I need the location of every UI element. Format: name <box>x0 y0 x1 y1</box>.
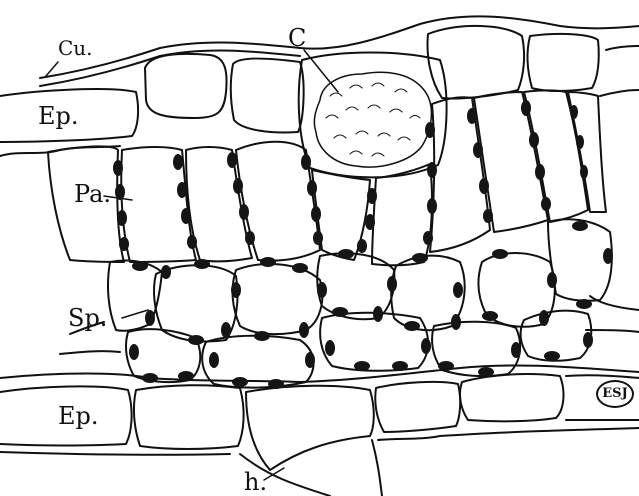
chloroplasts <box>113 100 613 389</box>
upper-epidermis-cell <box>528 34 599 91</box>
lower-surface-line <box>0 428 639 455</box>
palisade-label: Pa. <box>74 182 111 206</box>
upper-epidermis-label: Ep. <box>38 104 79 128</box>
upper-epidermis-cell <box>428 26 525 99</box>
cuticle-leader <box>46 62 58 76</box>
artist-monogram: ESJ <box>596 380 634 408</box>
surface-fold <box>0 146 120 156</box>
palisade-cell <box>372 164 432 265</box>
upper-epidermis-cell <box>600 46 639 96</box>
lower-epidermis-cell <box>134 385 244 449</box>
hair-label: h. <box>244 470 267 494</box>
palisade-cell <box>430 97 490 252</box>
palisade-cell <box>524 91 588 223</box>
spongy-cell <box>317 253 394 319</box>
upper-epidermis-cell <box>231 59 304 133</box>
lower-epidermis-label: Ep. <box>58 404 99 428</box>
spongy-cell <box>548 219 612 301</box>
upper-epidermis-cell <box>145 54 227 118</box>
lower-epidermis-cell <box>246 386 374 470</box>
spongy-cell <box>233 264 323 334</box>
cuticle-line <box>40 16 639 78</box>
crystal-cluster <box>314 72 431 167</box>
lower-epidermis-cell <box>375 382 460 432</box>
spongy-leader <box>122 310 148 318</box>
palisade-cell <box>121 147 196 262</box>
crystal-label: C <box>288 26 306 50</box>
spongy-label: Sp. <box>68 306 107 330</box>
lower-epidermis-cell <box>460 374 563 421</box>
cuticle-label: Cu. <box>58 38 93 58</box>
